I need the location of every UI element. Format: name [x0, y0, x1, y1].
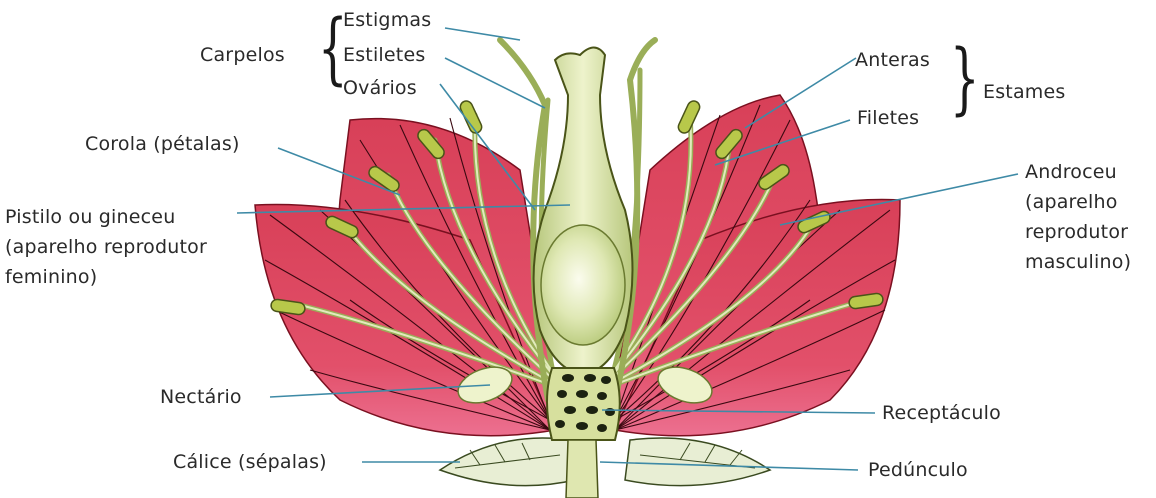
label-calice: Cálice (sépalas)	[173, 450, 327, 474]
label-corola: Corola (pétalas)	[85, 132, 240, 156]
estames-brace: }	[950, 40, 980, 118]
label-pedunculo: Pedúnculo	[868, 458, 968, 482]
label-pistilo-line2: (aparelho reprodutor	[5, 235, 207, 259]
label-ovarios: Ovários	[343, 76, 417, 100]
label-estigmas: Estigmas	[343, 8, 431, 32]
label-anteras: Anteras	[855, 48, 930, 72]
carpelos-brace: {	[318, 10, 348, 88]
label-receptaculo: Receptáculo	[882, 401, 1001, 425]
pistil	[534, 48, 633, 376]
label-androceu-line2: (aparelho	[1025, 190, 1131, 214]
label-nectario: Nectário	[160, 385, 242, 409]
label-pistilo-line3: feminino)	[5, 265, 207, 289]
label-androceu-line1: Androceu	[1025, 160, 1131, 184]
ovary	[541, 225, 625, 345]
label-carpelos: Carpelos	[200, 43, 285, 67]
label-androceu-line4: masculino)	[1025, 250, 1131, 274]
label-estames: Estames	[983, 80, 1066, 104]
label-filetes: Filetes	[857, 106, 919, 130]
label-estiletes: Estiletes	[343, 43, 425, 67]
label-pistilo: Pistilo ou gineceu (aparelho reprodutor …	[5, 205, 207, 289]
receptacle	[547, 368, 620, 440]
label-androceu-line3: reprodutor	[1025, 220, 1131, 244]
label-pistilo-line1: Pistilo ou gineceu	[5, 205, 207, 229]
label-androceu: Androceu (aparelho reprodutor masculino)	[1025, 160, 1131, 274]
peduncle	[566, 440, 598, 498]
